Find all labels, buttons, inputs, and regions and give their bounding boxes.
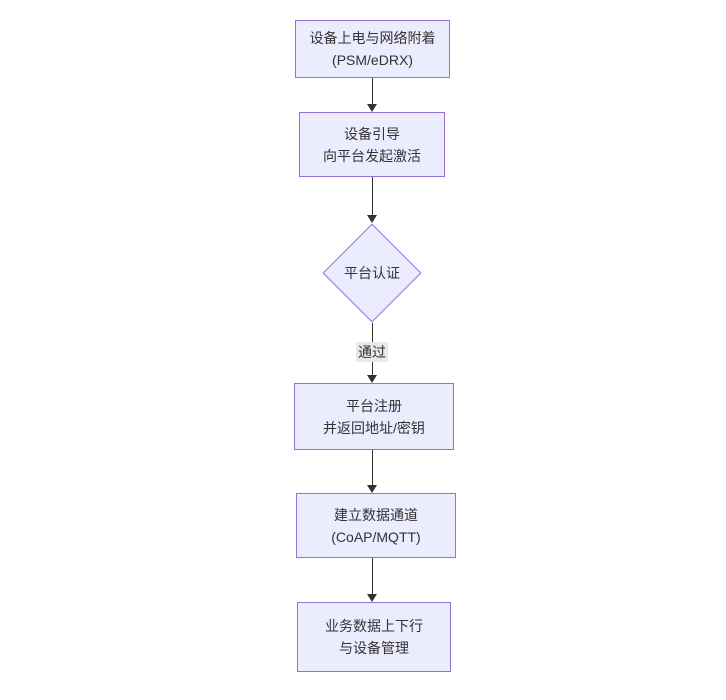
node-text-line: 并返回地址/密钥	[323, 419, 425, 436]
node-bootstrap: 设备引导 向平台发起激活	[299, 112, 445, 177]
arrowhead-icon	[367, 104, 377, 112]
arrowhead-icon	[367, 594, 377, 602]
flow-arrow	[366, 177, 378, 223]
node-text-line: 向平台发起激活	[323, 147, 421, 164]
node-text-line: (CoAP/MQTT)	[331, 528, 421, 545]
flow-arrow	[366, 450, 378, 493]
node-register: 平台注册 并返回地址/密钥	[294, 383, 454, 450]
flow-arrow	[366, 558, 378, 602]
node-text-line: 平台认证	[344, 265, 400, 281]
node-text-line: (PSM/eDRX)	[332, 52, 413, 68]
node-auth-decision: 平台认证	[322, 223, 422, 323]
arrowhead-icon	[367, 215, 377, 223]
node-text-line: 与设备管理	[339, 640, 409, 656]
arrowhead-icon	[367, 375, 377, 383]
node-business: 业务数据上下行 与设备管理	[297, 602, 451, 672]
arrow-line	[371, 177, 373, 218]
node-text-line: 建立数据通道	[334, 506, 418, 523]
node-data-channel: 建立数据通道 (CoAP/MQTT)	[296, 493, 456, 558]
node-text-line: 设备上电与网络附着	[309, 30, 436, 46]
node-power-attach: 设备上电与网络附着 (PSM/eDRX)	[295, 20, 450, 78]
flow-arrow	[366, 78, 378, 112]
arrow-line	[371, 78, 373, 107]
node-text-line: 设备引导	[344, 125, 400, 142]
node-text-line: 业务数据上下行	[325, 618, 423, 634]
arrow-line	[371, 450, 373, 488]
arrow-line	[371, 558, 373, 597]
edge-label-pass: 通过	[356, 342, 388, 362]
node-text-line: 平台注册	[346, 397, 402, 414]
arrowhead-icon	[367, 485, 377, 493]
